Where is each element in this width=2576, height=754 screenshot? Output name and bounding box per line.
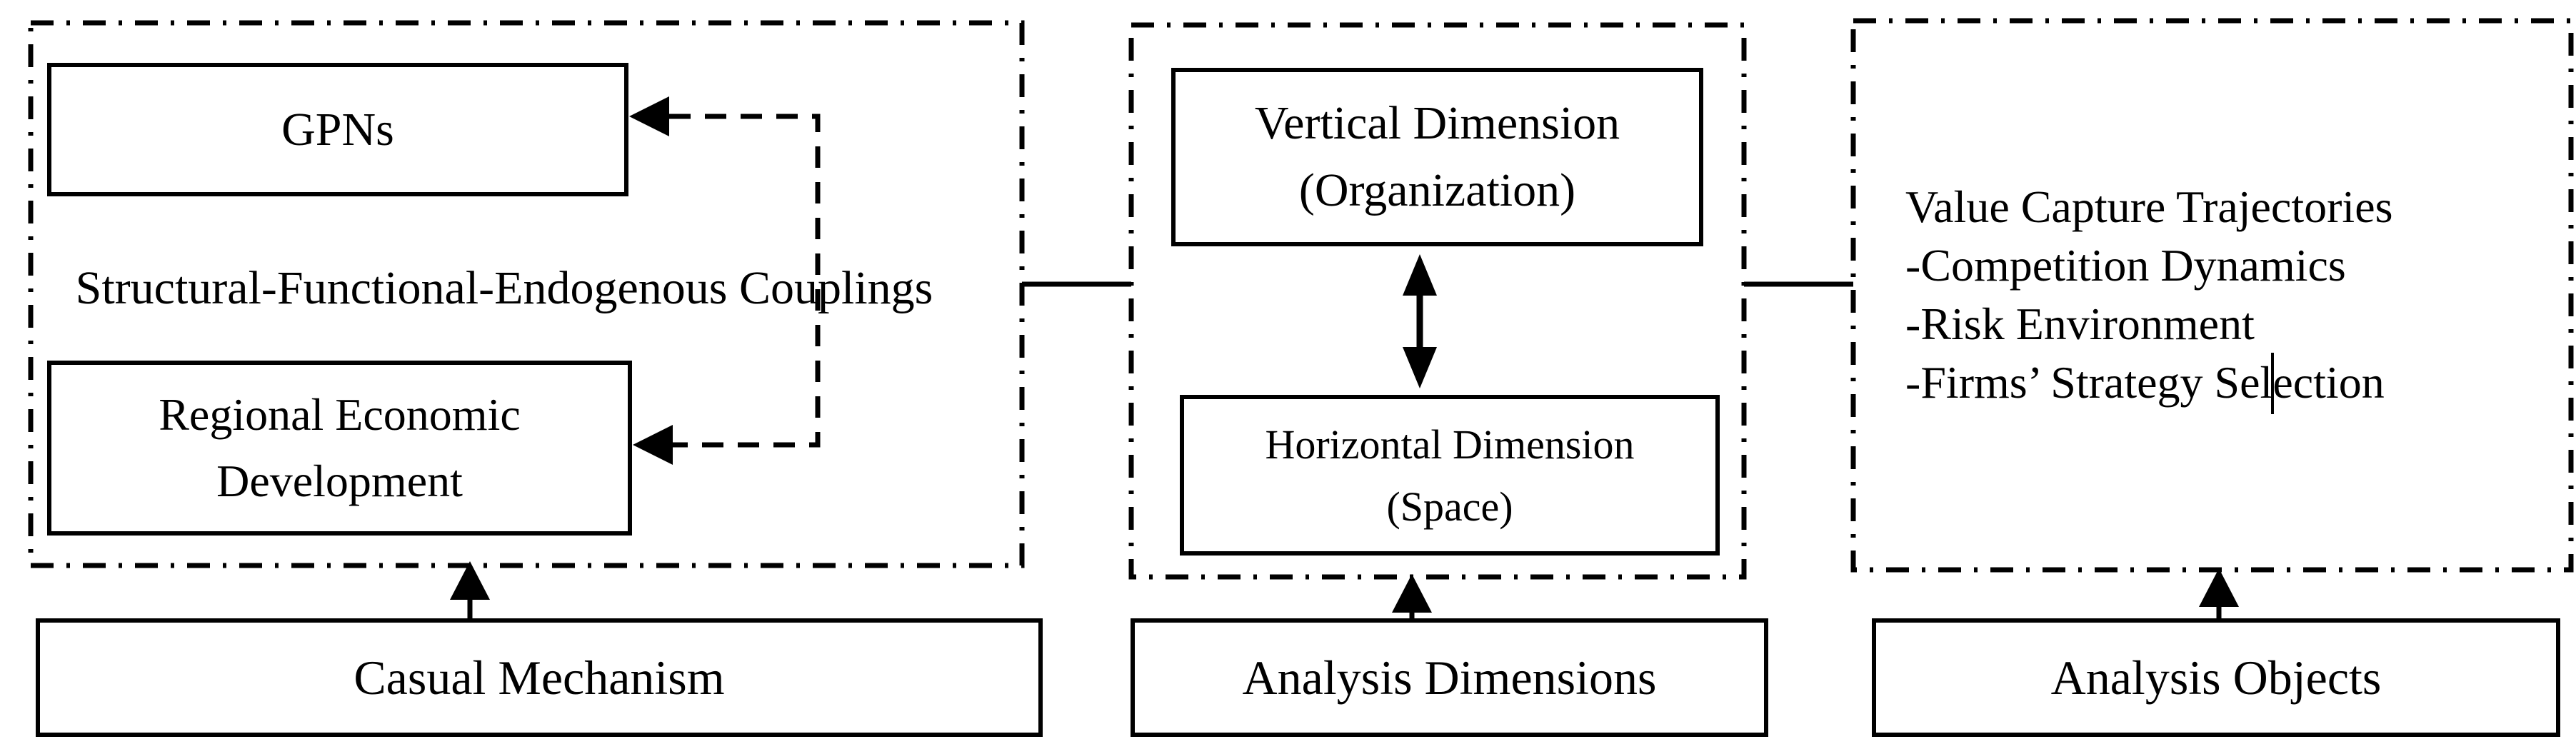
regional-development-label: Regional Economic Development: [159, 388, 521, 506]
horizontal-dimension-label: Horizontal Dimension (Space): [1265, 421, 1635, 530]
value-capture-text-block: Value Capture Trajectories -Competition …: [1905, 178, 2570, 412]
causal-up-arrow-icon: [450, 561, 490, 600]
dashed-coupling-connector: [669, 114, 821, 448]
competition-dynamics-item: -Competition Dynamics: [1905, 240, 2346, 291]
horizontal-dimension-box: Horizontal Dimension (Space): [1180, 395, 1720, 556]
regional-development-box: Regional Economic Development: [47, 361, 632, 536]
gpns-box: GPNs: [47, 63, 628, 196]
arrowhead-into-gpns-icon: [629, 96, 669, 136]
firms-strategy-item: -Firms’ Strategy Selection: [1905, 357, 2385, 408]
arrowhead-into-regional-icon: [633, 425, 673, 465]
dimensions-up-arrow-icon: [1392, 574, 1432, 613]
value-capture-title: Value Capture Trajectories: [1905, 181, 2393, 232]
analysis-objects-label: Analysis Objects: [2050, 650, 2382, 705]
vertical-dimension-box: Vertical Dimension (Organization): [1171, 68, 1703, 246]
vertical-dimension-label: Vertical Dimension (Organization): [1254, 97, 1620, 216]
objects-up-arrow-icon: [2199, 568, 2239, 607]
double-arrow-bottom-head-icon: [1403, 347, 1437, 388]
couplings-label: Structural-Functional-Endogenous Couplin…: [75, 262, 933, 314]
gpns-label: GPNs: [281, 103, 394, 156]
analysis-dimensions-box: Analysis Dimensions: [1131, 618, 1768, 737]
double-arrow-top-head-icon: [1403, 254, 1437, 296]
analysis-dimensions-label: Analysis Dimensions: [1242, 650, 1657, 705]
causal-mechanism-label: Casual Mechanism: [354, 650, 725, 705]
analysis-objects-box: Analysis Objects: [1872, 618, 2560, 737]
risk-environment-item: -Risk Environment: [1905, 298, 2255, 349]
analysis-dimensions-group-border: [1128, 22, 1747, 580]
text-cursor-icon: [2271, 353, 2274, 414]
causal-mechanism-group-border: [28, 20, 1025, 568]
causal-mechanism-box: Casual Mechanism: [36, 618, 1043, 737]
analysis-objects-group-border: [1850, 18, 2574, 573]
